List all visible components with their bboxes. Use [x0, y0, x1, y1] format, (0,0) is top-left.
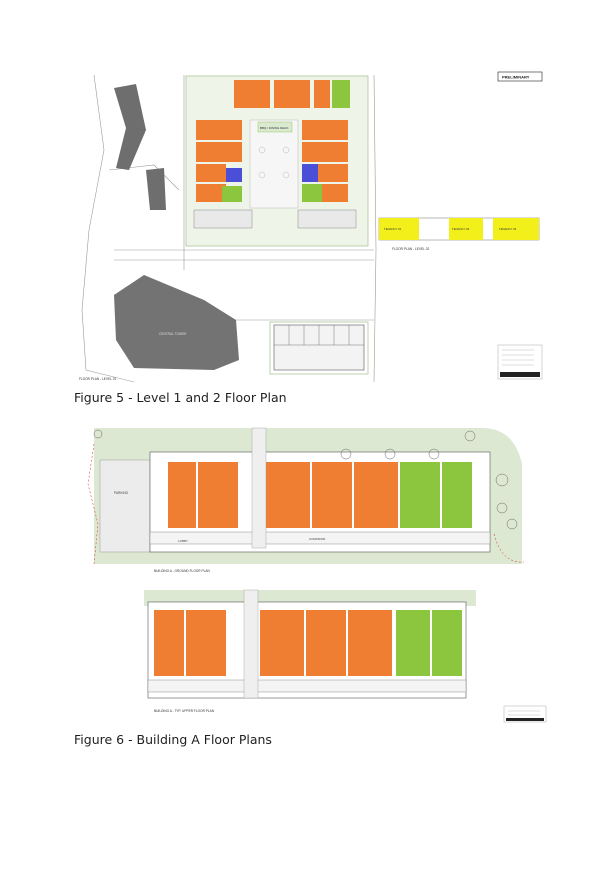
central-courtyard	[249, 119, 299, 209]
neighbour-building-2	[146, 168, 166, 210]
ground-corridor	[149, 531, 491, 545]
corridor-label: CORRIDOR	[309, 537, 326, 541]
ground-trees	[93, 429, 518, 530]
central-tower-label: CENTRAL TOWER	[159, 332, 187, 336]
tenancy-2-label: TENANCY 02	[452, 227, 470, 231]
lobby-label: LOBBY	[178, 539, 188, 543]
site-boundary-lines	[81, 74, 377, 383]
tenancy-3-label: TENANCY 03	[499, 227, 517, 231]
top-units-row	[234, 80, 350, 108]
parking-area	[99, 459, 151, 553]
ground-floor-units	[168, 462, 472, 528]
figure-6-legend	[503, 705, 547, 723]
figure-5-site-plan: CENTRAL TOWER BBQ / DINING DECK	[74, 70, 544, 388]
upper-corridor	[147, 679, 467, 693]
ground-floor-title: BUILDING A - GROUND FLOOR PLAN	[154, 569, 210, 573]
left-building-units	[193, 120, 253, 229]
upper-floor-units	[154, 610, 462, 676]
preliminary-stamp-box	[497, 71, 543, 82]
pool-area-box	[257, 121, 293, 133]
central-tower-shape	[114, 275, 239, 370]
level-2-plan-title: FLOOR PLAN - LEVEL 02	[392, 247, 429, 251]
upper-floor-title: BUILDING A - TYP. UPPER FLOOR PLAN	[154, 709, 215, 713]
pool-area-label: BBQ / DINING DECK	[260, 126, 289, 130]
figure-5-legend	[497, 344, 543, 380]
tenancy-1-label: TENANCY 01	[384, 227, 402, 231]
figure-6-building-a-plans: PARKING CORRIDOR LOBBY BUILDING A - GROU…	[87, 427, 547, 723]
neighbour-building-1	[114, 84, 146, 170]
figure-5-caption: Figure 5 - Level 1 and 2 Floor Plan	[74, 390, 287, 405]
right-building-units	[297, 120, 357, 229]
figure-6-caption: Figure 6 - Building A Floor Plans	[74, 732, 272, 747]
preliminary-stamp: PRELIMINARY	[502, 75, 530, 80]
level-2-tenancy-strip: TENANCY 01 TENANCY 02 TENANCY 03	[378, 217, 540, 241]
parking-label: PARKING	[114, 491, 129, 495]
level-1-plan-title: FLOOR PLAN - LEVEL 01	[79, 377, 116, 381]
